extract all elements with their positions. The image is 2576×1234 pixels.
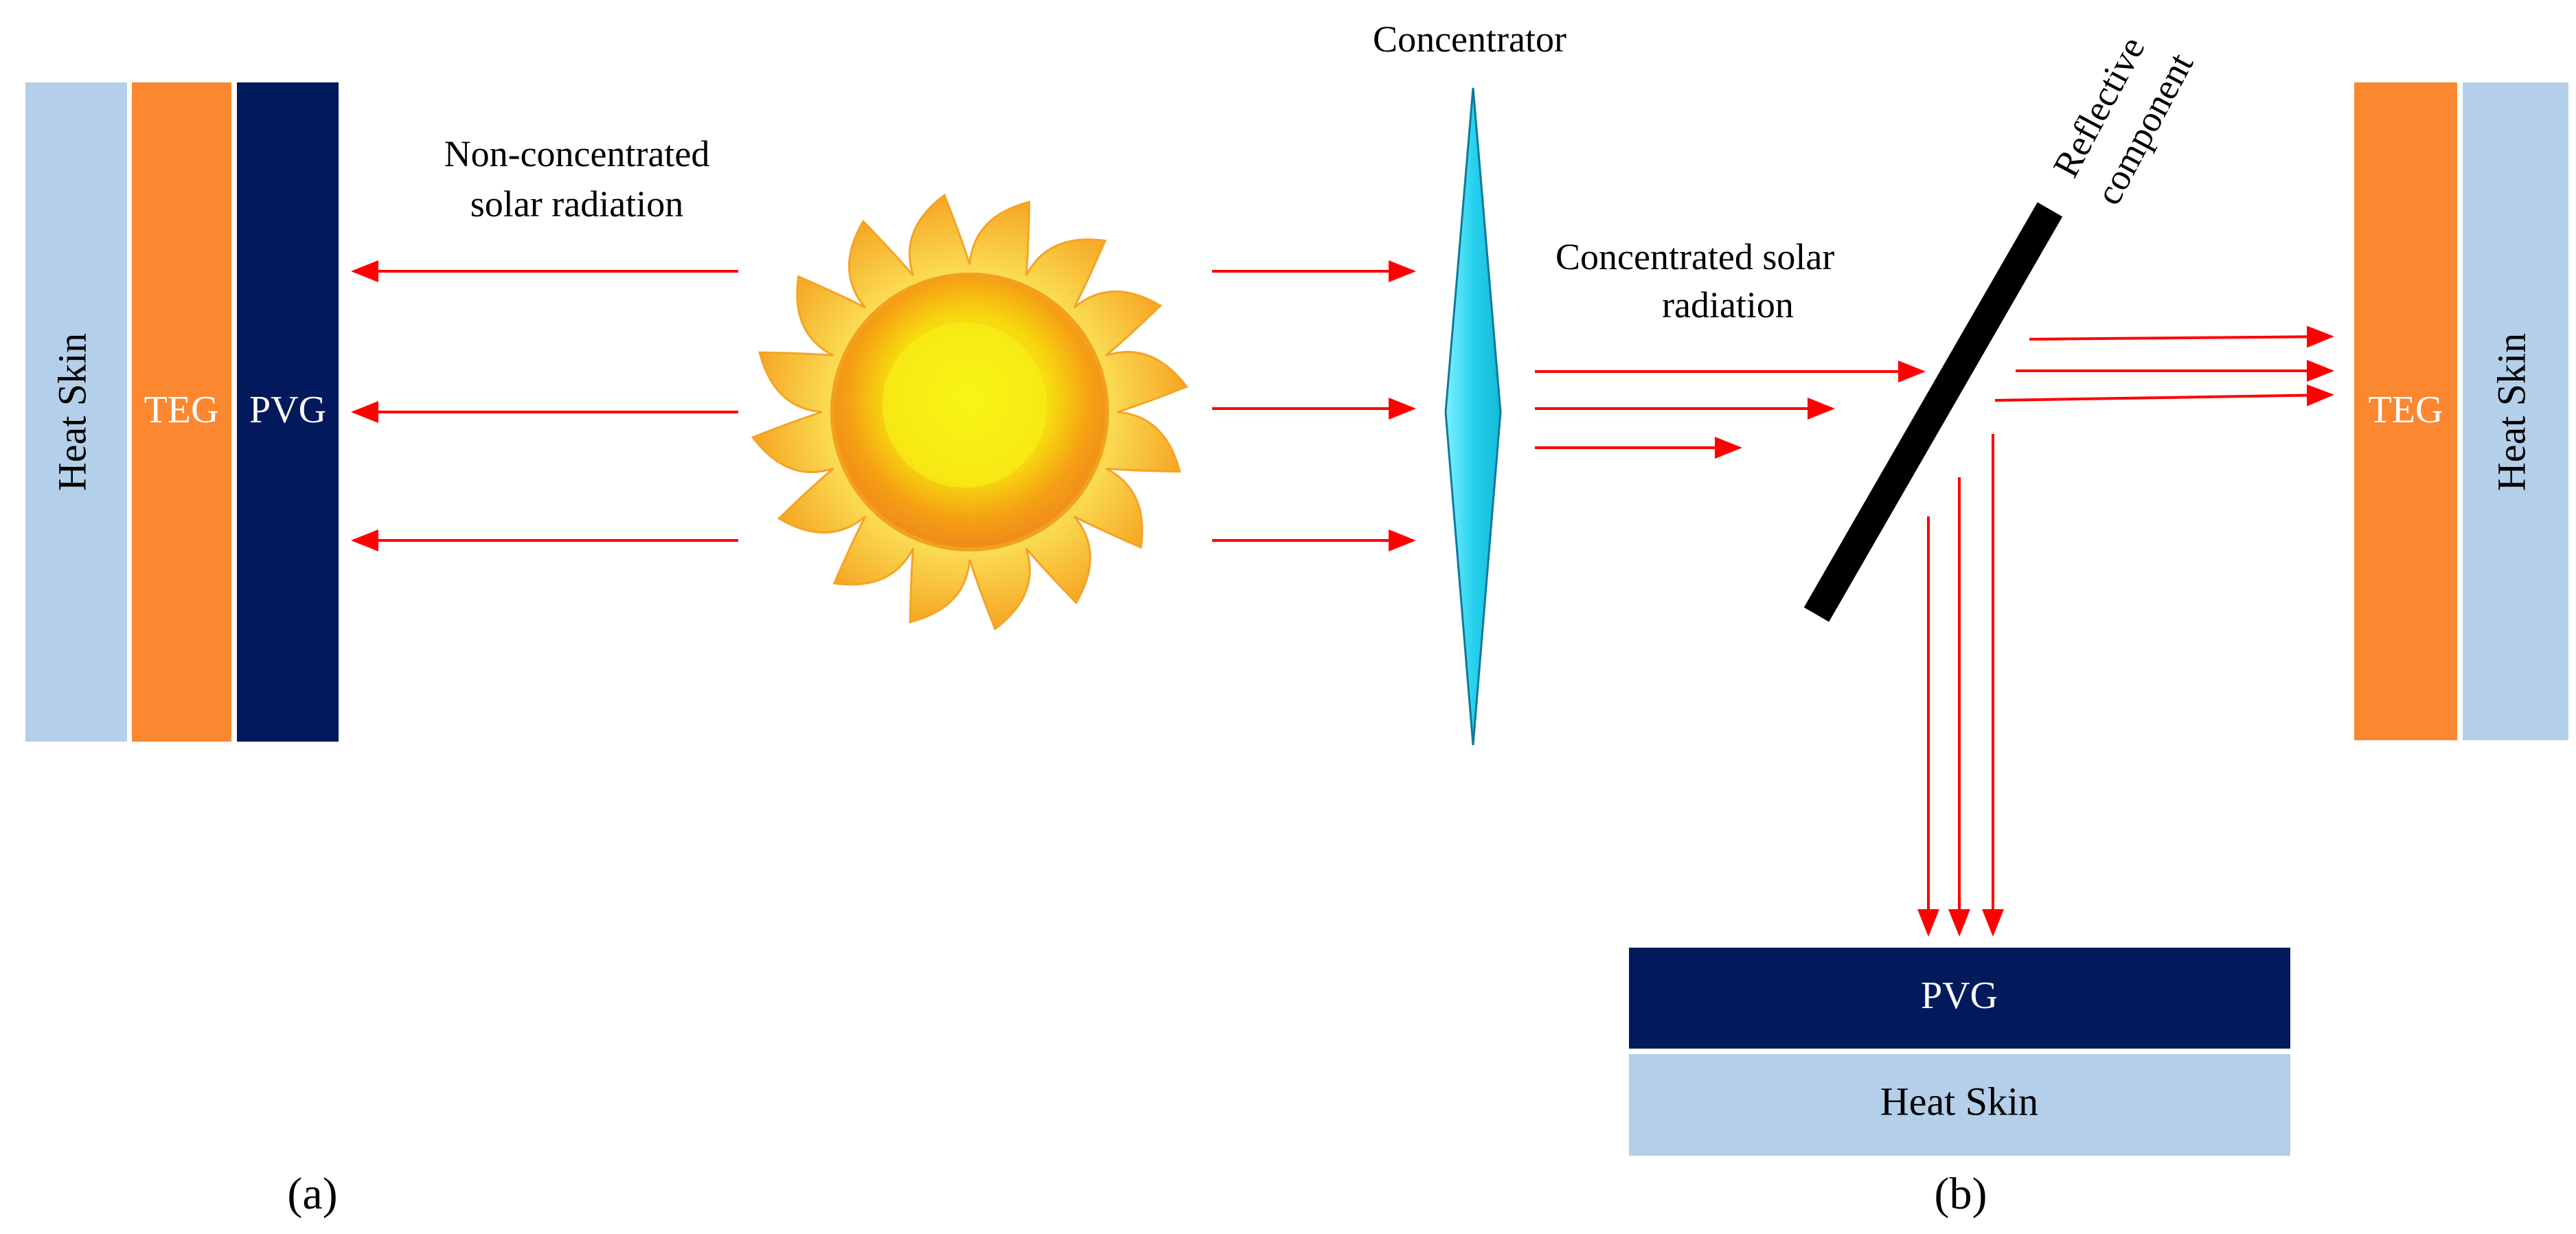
panel-a-pvg-label: PVG xyxy=(249,389,326,431)
panel-b-radiation-label-line2: radiation xyxy=(1662,284,1794,325)
panel-b: Concentrator Concentrated solar radiatio… xyxy=(1212,19,2568,1219)
panel-b-reflected-arrow-right-3 xyxy=(1994,384,2334,407)
panel-b-reflected-arrow-right-1 xyxy=(2029,325,2334,348)
panel-b-heat-skin-right-label: Heat Skin xyxy=(2489,333,2533,491)
panel-b-bottom-pvg: PVG xyxy=(1629,948,2290,1049)
panel-b-right-heat-skin: Heat Skin xyxy=(2463,82,2568,740)
sun-inner-glow xyxy=(882,323,1047,488)
panel-b-caption: (b) xyxy=(1935,1169,1987,1219)
panel-a-teg-label: TEG xyxy=(144,389,219,431)
panel-a-teg: TEG xyxy=(132,82,231,742)
concentrator-label: Concentrator xyxy=(1373,19,1566,60)
panel-a-caption: (a) xyxy=(287,1169,337,1219)
panel-a-radiation-label-line2: solar radiation xyxy=(470,183,683,225)
panel-b-pvg-label: PVG xyxy=(1921,974,1998,1017)
panel-a-radiation-label-line1: Non-concentrated xyxy=(444,133,710,174)
lens-icon xyxy=(1444,87,1502,746)
reflective-component xyxy=(1803,202,2063,622)
concentrator-lens xyxy=(1444,87,1502,746)
panel-b-bottom-heat-skin: Heat Skin xyxy=(1629,1054,2290,1156)
panel-a-pvg: PVG xyxy=(237,82,339,742)
panel-b-right-teg: TEG xyxy=(2354,82,2457,740)
mirror-icon xyxy=(1803,202,2063,622)
panel-b-heat-skin-bottom-label: Heat Skin xyxy=(1880,1079,2038,1123)
panel-b-radiation-label-line1: Concentrated solar xyxy=(1555,236,1834,277)
panel-b-teg-label: TEG xyxy=(2369,389,2443,431)
panel-a-heat-skin: Heat Skin xyxy=(25,82,127,742)
panel-a: Heat Skin TEG PVG Non-concentrated solar… xyxy=(25,82,738,1219)
panel-a-heat-skin-label: Heat Skin xyxy=(49,333,94,491)
sun-icon xyxy=(751,193,1189,631)
